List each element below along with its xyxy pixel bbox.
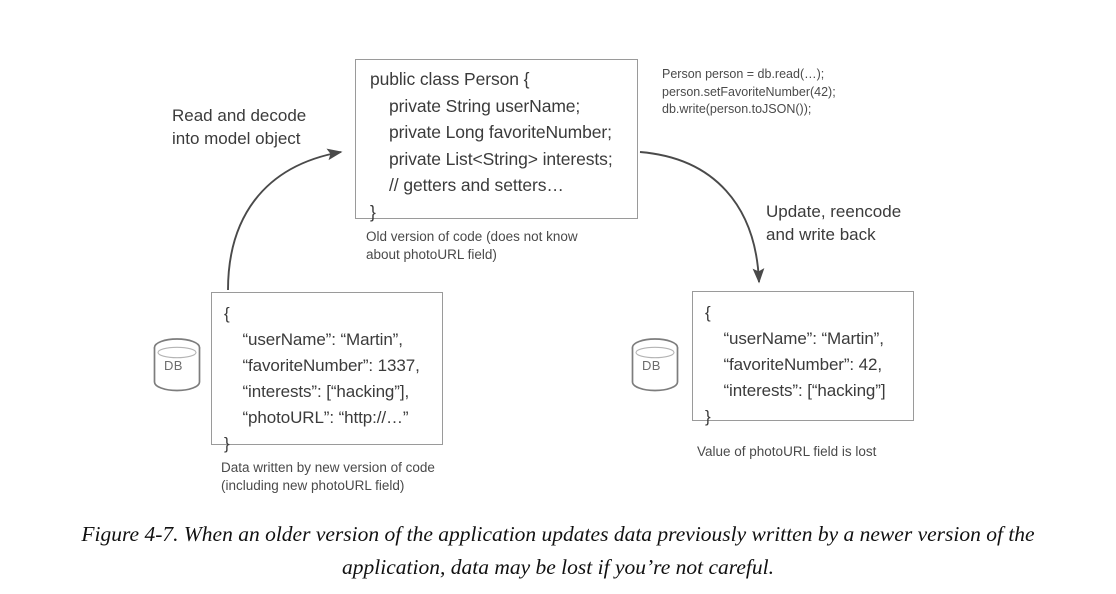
right-json-text: { “userName”: “Martin”, “favoriteNumber”…: [705, 303, 886, 426]
figure-caption-line-1: Figure 4-7. When an older version of the…: [81, 522, 913, 546]
left-json-box: [211, 292, 443, 445]
read-arrow: [227, 148, 343, 291]
write-arrow: [639, 151, 765, 284]
figure-caption: Figure 4-7. When an older version of the…: [55, 518, 1061, 584]
left-json-text: { “userName”: “Martin”, “favoriteNumber”…: [224, 304, 420, 453]
person-class-code-text: public class Person { private String use…: [370, 69, 613, 222]
write-arrow-label: Update, reencode and write back: [766, 202, 902, 244]
left-json-note: Data written by new version of code (inc…: [221, 460, 435, 493]
old-code-note: Old version of code (does not know about…: [366, 229, 578, 262]
read-arrow-label: Read and decode into model object: [172, 106, 307, 148]
right-json-note: Value of photoURL field is lost: [697, 444, 877, 459]
update-code-snippet-text: Person person = db.read(…); person.setFa…: [662, 67, 836, 116]
right-json-box: [692, 291, 914, 421]
figure-caption-line-2: version of the application, data may be …: [342, 522, 1035, 579]
left-database-label: DB: [164, 358, 183, 373]
right-database-label: DB: [642, 358, 661, 373]
person-class-code-box: [355, 59, 638, 219]
